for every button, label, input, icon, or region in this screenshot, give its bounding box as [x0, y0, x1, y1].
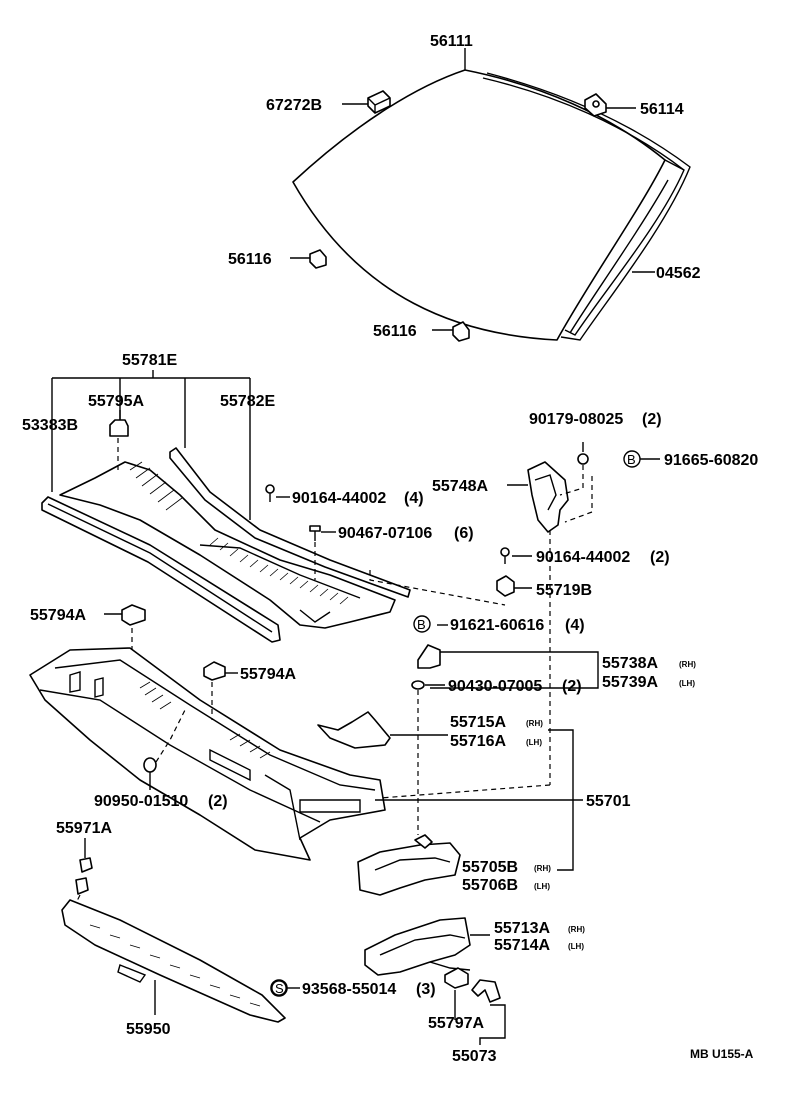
label-90164-lower-qty: (2) [650, 549, 670, 566]
diagram-reference-code: MB U155-A [690, 1047, 754, 1061]
label-55797a: 55797A [428, 1015, 484, 1032]
label-55781e: 55781E [122, 352, 177, 369]
screw-90164-44002-upper [265, 484, 275, 502]
label-91621-60616: 91621-60616 [450, 617, 544, 634]
circle-s-letter: S [275, 981, 284, 996]
windshield-glass [292, 69, 666, 341]
bracket-55705b [357, 834, 461, 896]
label-56111: 56111 [430, 33, 473, 50]
nut-90430-07005 [411, 680, 425, 690]
label-53383b: 53383B [22, 417, 78, 434]
label-90164-44002-lower: 90164-44002 [536, 549, 630, 566]
label-55950: 55950 [126, 1021, 171, 1038]
bracket-55738a [417, 644, 441, 669]
glass-clip-56114 [584, 93, 607, 117]
label-93568-qty: (3) [416, 981, 436, 998]
clip-55797a-pair [471, 979, 501, 1003]
label-91665-60820: 91665-60820 [664, 452, 758, 469]
label-55748a: 55748A [432, 478, 488, 495]
cowl-seal-53383b [41, 496, 281, 643]
label-55738a-side: (RH) [679, 660, 696, 669]
label-55715a: 55715A [450, 714, 506, 731]
cowl-weatherstrip-55782e [169, 447, 411, 598]
label-55705b: 55705B [462, 859, 518, 876]
label-67272b: 67272B [266, 97, 322, 114]
label-55701: 55701 [586, 793, 631, 810]
nut-55719b [496, 575, 515, 597]
label-91621-qty: (4) [565, 617, 585, 634]
label-90179-qty: (2) [642, 411, 662, 428]
label-55714a-side: (LH) [568, 942, 584, 951]
cowl-louver-55781e [59, 461, 396, 629]
label-55705b-side: (RH) [534, 864, 551, 873]
label-55795a: 55795A [88, 393, 144, 410]
bracket-55748a [527, 461, 569, 533]
circle-b-letter: B [627, 452, 636, 467]
label-90467-qty: (6) [454, 525, 474, 542]
bracket-55715a [317, 711, 391, 749]
grommet-90950-01510 [143, 757, 157, 773]
cushion-55797a [444, 967, 469, 989]
label-90179-08025: 90179-08025 [529, 411, 623, 428]
label-55716a-side: (LH) [526, 738, 542, 747]
clip-55795a [109, 419, 129, 437]
label-90467-07106: 90467-07106 [338, 525, 432, 542]
label-90430-07005: 90430-07005 [448, 678, 542, 695]
circle-s-mark [271, 980, 287, 996]
label-55739a-side: (LH) [679, 679, 695, 688]
label-90164-upper-qty: (4) [404, 490, 424, 507]
label-55738a: 55738A [602, 655, 658, 672]
label-55971a: 55971A [56, 820, 112, 837]
label-56116-lower: 56116 [373, 323, 417, 340]
label-55716a: 55716A [450, 733, 506, 750]
label-56114: 56114 [640, 101, 684, 118]
label-55794a-right: 55794A [240, 666, 296, 683]
bolt-90179-08025 [577, 453, 589, 465]
label-90164-44002-upper: 90164-44002 [292, 490, 386, 507]
circle-b-letter-2: B [417, 617, 426, 632]
label-90430-qty: (2) [562, 678, 582, 695]
label-55714a: 55714A [494, 937, 550, 954]
label-55719b: 55719B [536, 582, 592, 599]
cowl-panel-55701 [29, 647, 386, 861]
label-90950-01510: 90950-01510 [94, 793, 188, 810]
circle-b-mark-2 [413, 615, 431, 633]
clip-55794a-right [203, 661, 226, 681]
windshield-molding [482, 72, 691, 341]
clip-55794a-left [121, 604, 146, 626]
label-55706b-side: (LH) [534, 882, 550, 891]
glass-stopper-56116-lower [452, 321, 470, 342]
label-55706b: 55706B [462, 877, 518, 894]
glass-stopper-56116-upper [309, 249, 327, 269]
label-55713a-side: (RH) [568, 925, 585, 934]
clip-55971a [75, 857, 93, 895]
label-55073: 55073 [452, 1048, 497, 1065]
label-55794a-left: 55794A [30, 607, 86, 624]
label-55715a-side: (RH) [526, 719, 543, 728]
bracket-55713a [364, 917, 471, 976]
label-90950-qty: (2) [208, 793, 228, 810]
screw-90164-44002-lower [500, 547, 510, 564]
screw-90467-07106 [309, 525, 321, 541]
cowl-trim-55950 [61, 899, 286, 1023]
label-55739a: 55739A [602, 674, 658, 691]
label-93568-55014: 93568-55014 [302, 981, 396, 998]
label-56116-upper: 56116 [228, 251, 272, 268]
label-04562: 04562 [656, 265, 701, 282]
glass-spacer-67272b [367, 90, 391, 114]
label-55713a: 55713A [494, 920, 550, 937]
label-55782e: 55782E [220, 393, 275, 410]
